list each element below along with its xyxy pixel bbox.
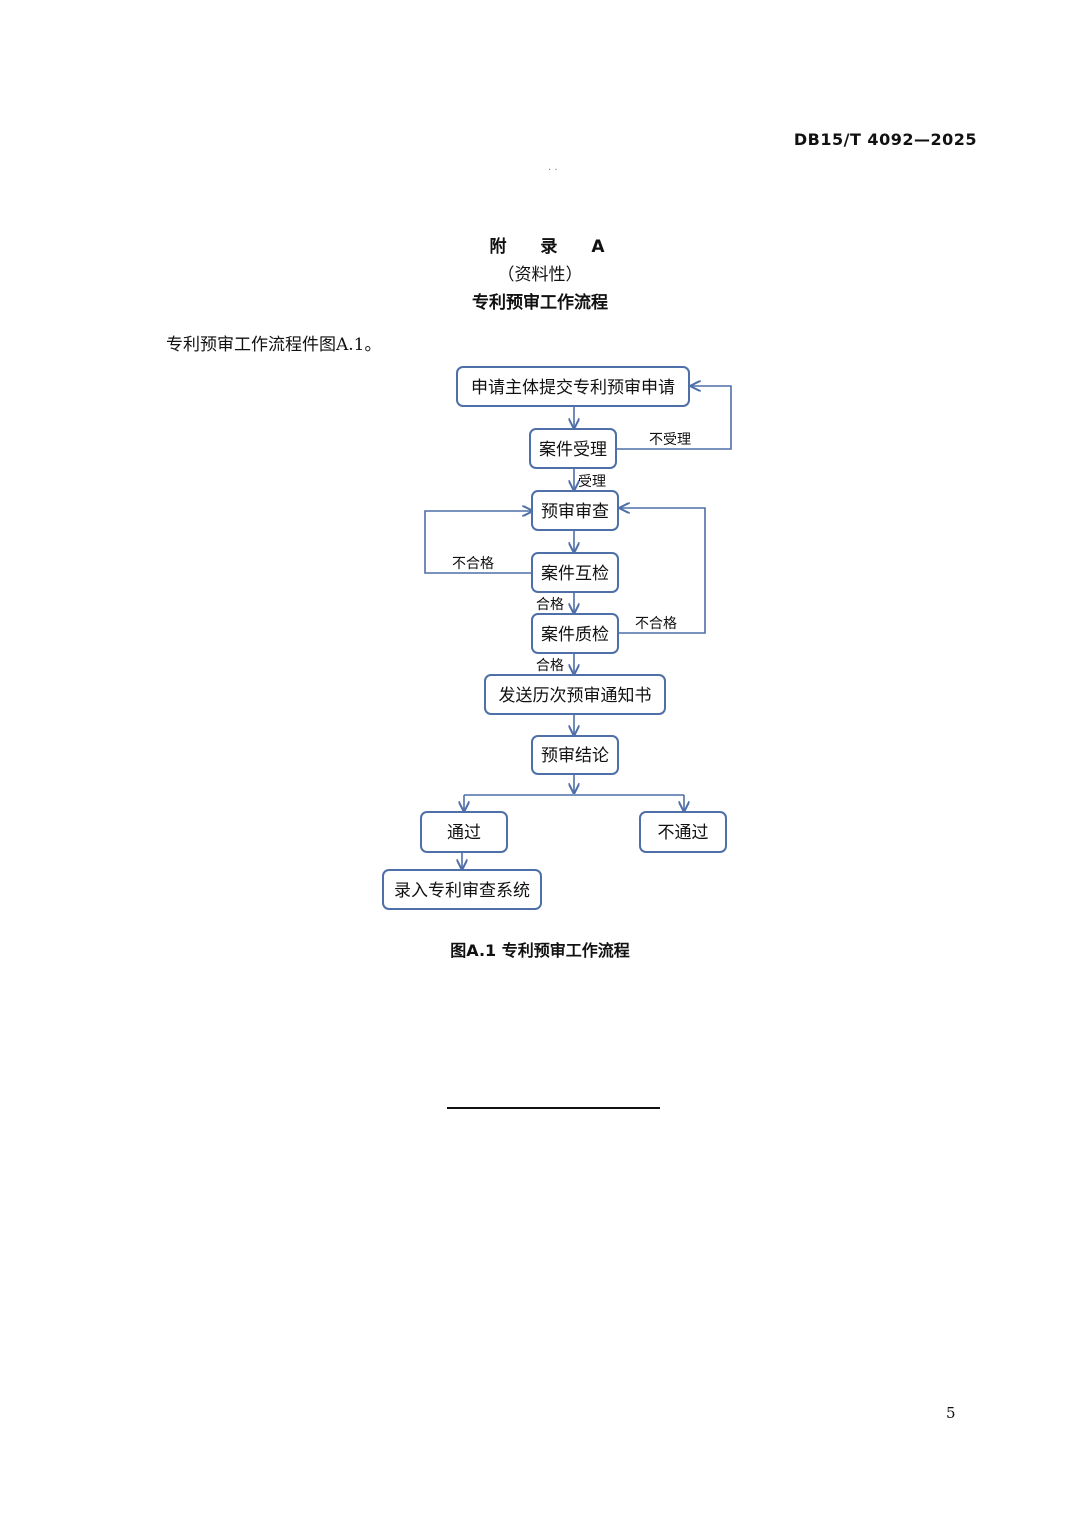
flow-node-review-label: 预审审查 <box>541 502 609 522</box>
intro-paragraph: 专利预审工作流程件图A.1。 <box>166 335 382 355</box>
flow-node-submit: 申请主体提交专利预审申请 <box>456 366 690 407</box>
flow-node-pass-label: 通过 <box>447 823 481 843</box>
edge-label-accepted: 受理 <box>578 474 606 490</box>
flow-node-enter-system: 录入专利审查系统 <box>382 869 542 910</box>
flow-node-submit-label: 申请主体提交专利预审申请 <box>471 378 675 398</box>
flow-node-quality-label: 案件质检 <box>541 625 609 645</box>
flow-node-conclusion: 预审结论 <box>531 735 619 775</box>
figure-caption: 图A.1 专利预审工作流程 <box>450 941 630 960</box>
flow-node-notify: 发送历次预审通知书 <box>484 674 666 715</box>
flow-node-fail: 不通过 <box>639 811 727 853</box>
flow-node-accept: 案件受理 <box>529 428 617 469</box>
edge-quality-fail-loop <box>618 508 706 634</box>
edge-cross-fail-loop <box>424 511 532 574</box>
flow-node-crosscheck: 案件互检 <box>531 552 619 593</box>
edge-label-quality-fail: 不合格 <box>635 616 677 632</box>
flowchart-edges <box>424 386 732 869</box>
flow-node-quality: 案件质检 <box>531 613 619 654</box>
edge-label-cross-pass: 合格 <box>536 597 564 613</box>
header-dots: · · <box>548 165 558 176</box>
flow-node-enter-system-label: 录入专利审查系统 <box>394 881 530 901</box>
flow-node-notify-label: 发送历次预审通知书 <box>499 686 652 706</box>
appendix-title: 附 录 A <box>489 237 619 257</box>
standard-code: DB15/T 4092—2025 <box>793 130 977 149</box>
flow-node-pass: 通过 <box>420 811 508 853</box>
edge-label-not-accepted: 不受理 <box>649 432 691 448</box>
appendix-heading: 专利预审工作流程 <box>472 293 608 313</box>
edge-label-quality-pass: 合格 <box>536 658 564 674</box>
end-rule <box>447 1107 660 1109</box>
edge-not-accepted-loop <box>616 386 732 450</box>
flow-node-crosscheck-label: 案件互检 <box>541 564 609 584</box>
flow-node-conclusion-label: 预审结论 <box>541 746 609 766</box>
flow-node-accept-label: 案件受理 <box>539 440 607 460</box>
flow-node-review: 预审审查 <box>531 490 619 531</box>
edge-label-cross-fail: 不合格 <box>452 556 494 572</box>
appendix-nature: （资料性） <box>497 265 583 285</box>
flow-node-fail-label: 不通过 <box>658 823 709 843</box>
page-number: 5 <box>946 1404 956 1422</box>
